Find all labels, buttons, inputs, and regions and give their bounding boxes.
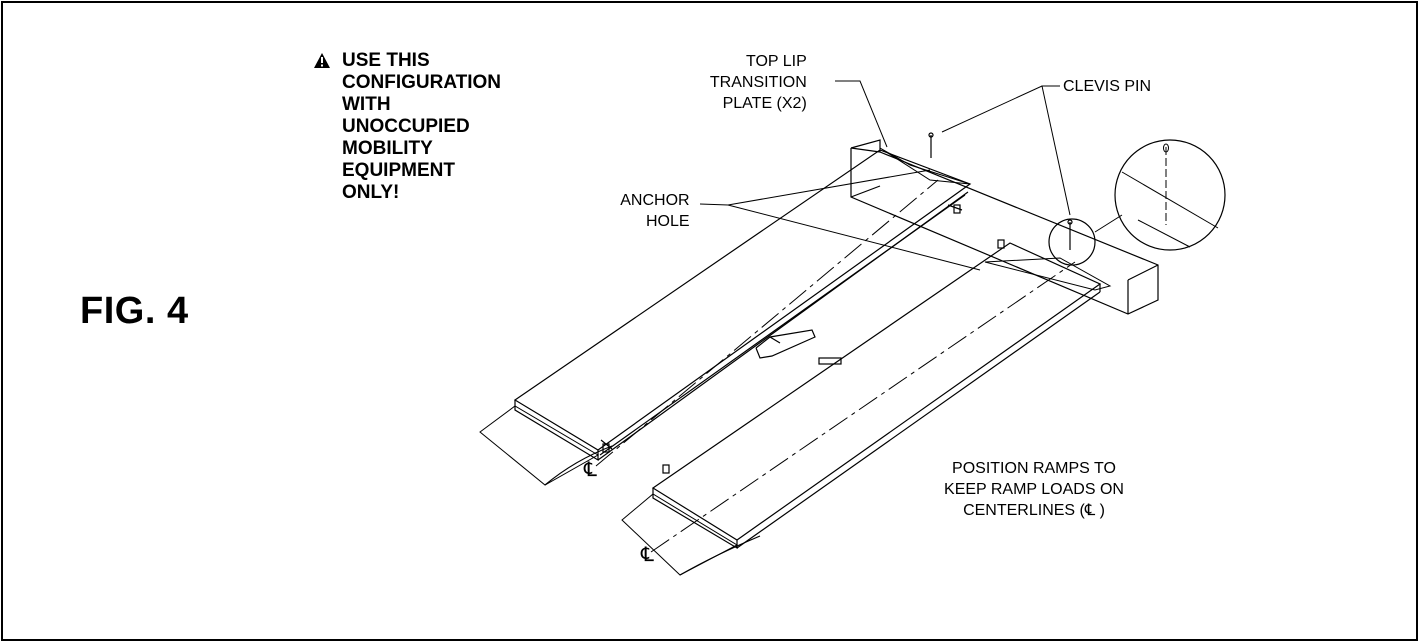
warning-line: WITH <box>342 94 391 115</box>
warning-line: CONFIGURATION <box>342 72 502 93</box>
centerline-right <box>650 261 1076 553</box>
warning-line: ONLY! <box>342 182 400 203</box>
note-line: CENTERLINES (℄ ) <box>963 502 1105 519</box>
note-line: KEEP RAMP LOADS ON <box>944 481 1124 498</box>
detail-marker-circle <box>1048 218 1096 266</box>
figure-title: FIG. 4 <box>80 290 189 332</box>
ramp-drawing <box>479 80 1226 576</box>
warning-line: UNOCCUPIED <box>342 116 470 137</box>
right-ramp <box>621 239 1112 576</box>
warning-line: EQUIPMENT <box>342 160 455 181</box>
callout-top-lip-transition-plate: TOP LIP TRANSITION PLATE (X2) <box>710 51 807 114</box>
callout-line: HOLE <box>646 213 690 230</box>
callout-clevis-pin: CLEVIS PIN <box>1063 78 1152 95</box>
centerline-left <box>595 179 939 467</box>
centerline-symbol-left: ℄ <box>584 459 597 481</box>
detail-enlarged-view <box>1114 139 1226 251</box>
warning-note: USE THIS CONFIGURATION WITH UNOCCUPIED M… <box>313 50 501 204</box>
note-line: POSITION RAMPS TO <box>952 460 1116 477</box>
threshold-block <box>850 139 1159 315</box>
callout-line: ANCHOR <box>620 192 690 209</box>
position-ramps-note: POSITION RAMPS TO KEEP RAMP LOADS ON CEN… <box>918 458 1150 521</box>
callout-line: TRANSITION <box>709 74 807 91</box>
warning-line: USE THIS <box>342 50 430 71</box>
centerline-symbol-right: ℄ <box>641 544 654 566</box>
callout-line: TOP LIP <box>746 53 807 70</box>
centerlines <box>595 179 1076 553</box>
callout-anchor-hole: ANCHOR HOLE <box>613 190 690 232</box>
warning-line: MOBILITY <box>342 138 433 159</box>
callout-line: PLATE (X2) <box>722 95 807 112</box>
left-ramp <box>479 147 972 486</box>
warning-triangle-icon <box>314 53 330 68</box>
leader-lines <box>699 80 1123 271</box>
clevis-pin <box>928 132 1073 250</box>
